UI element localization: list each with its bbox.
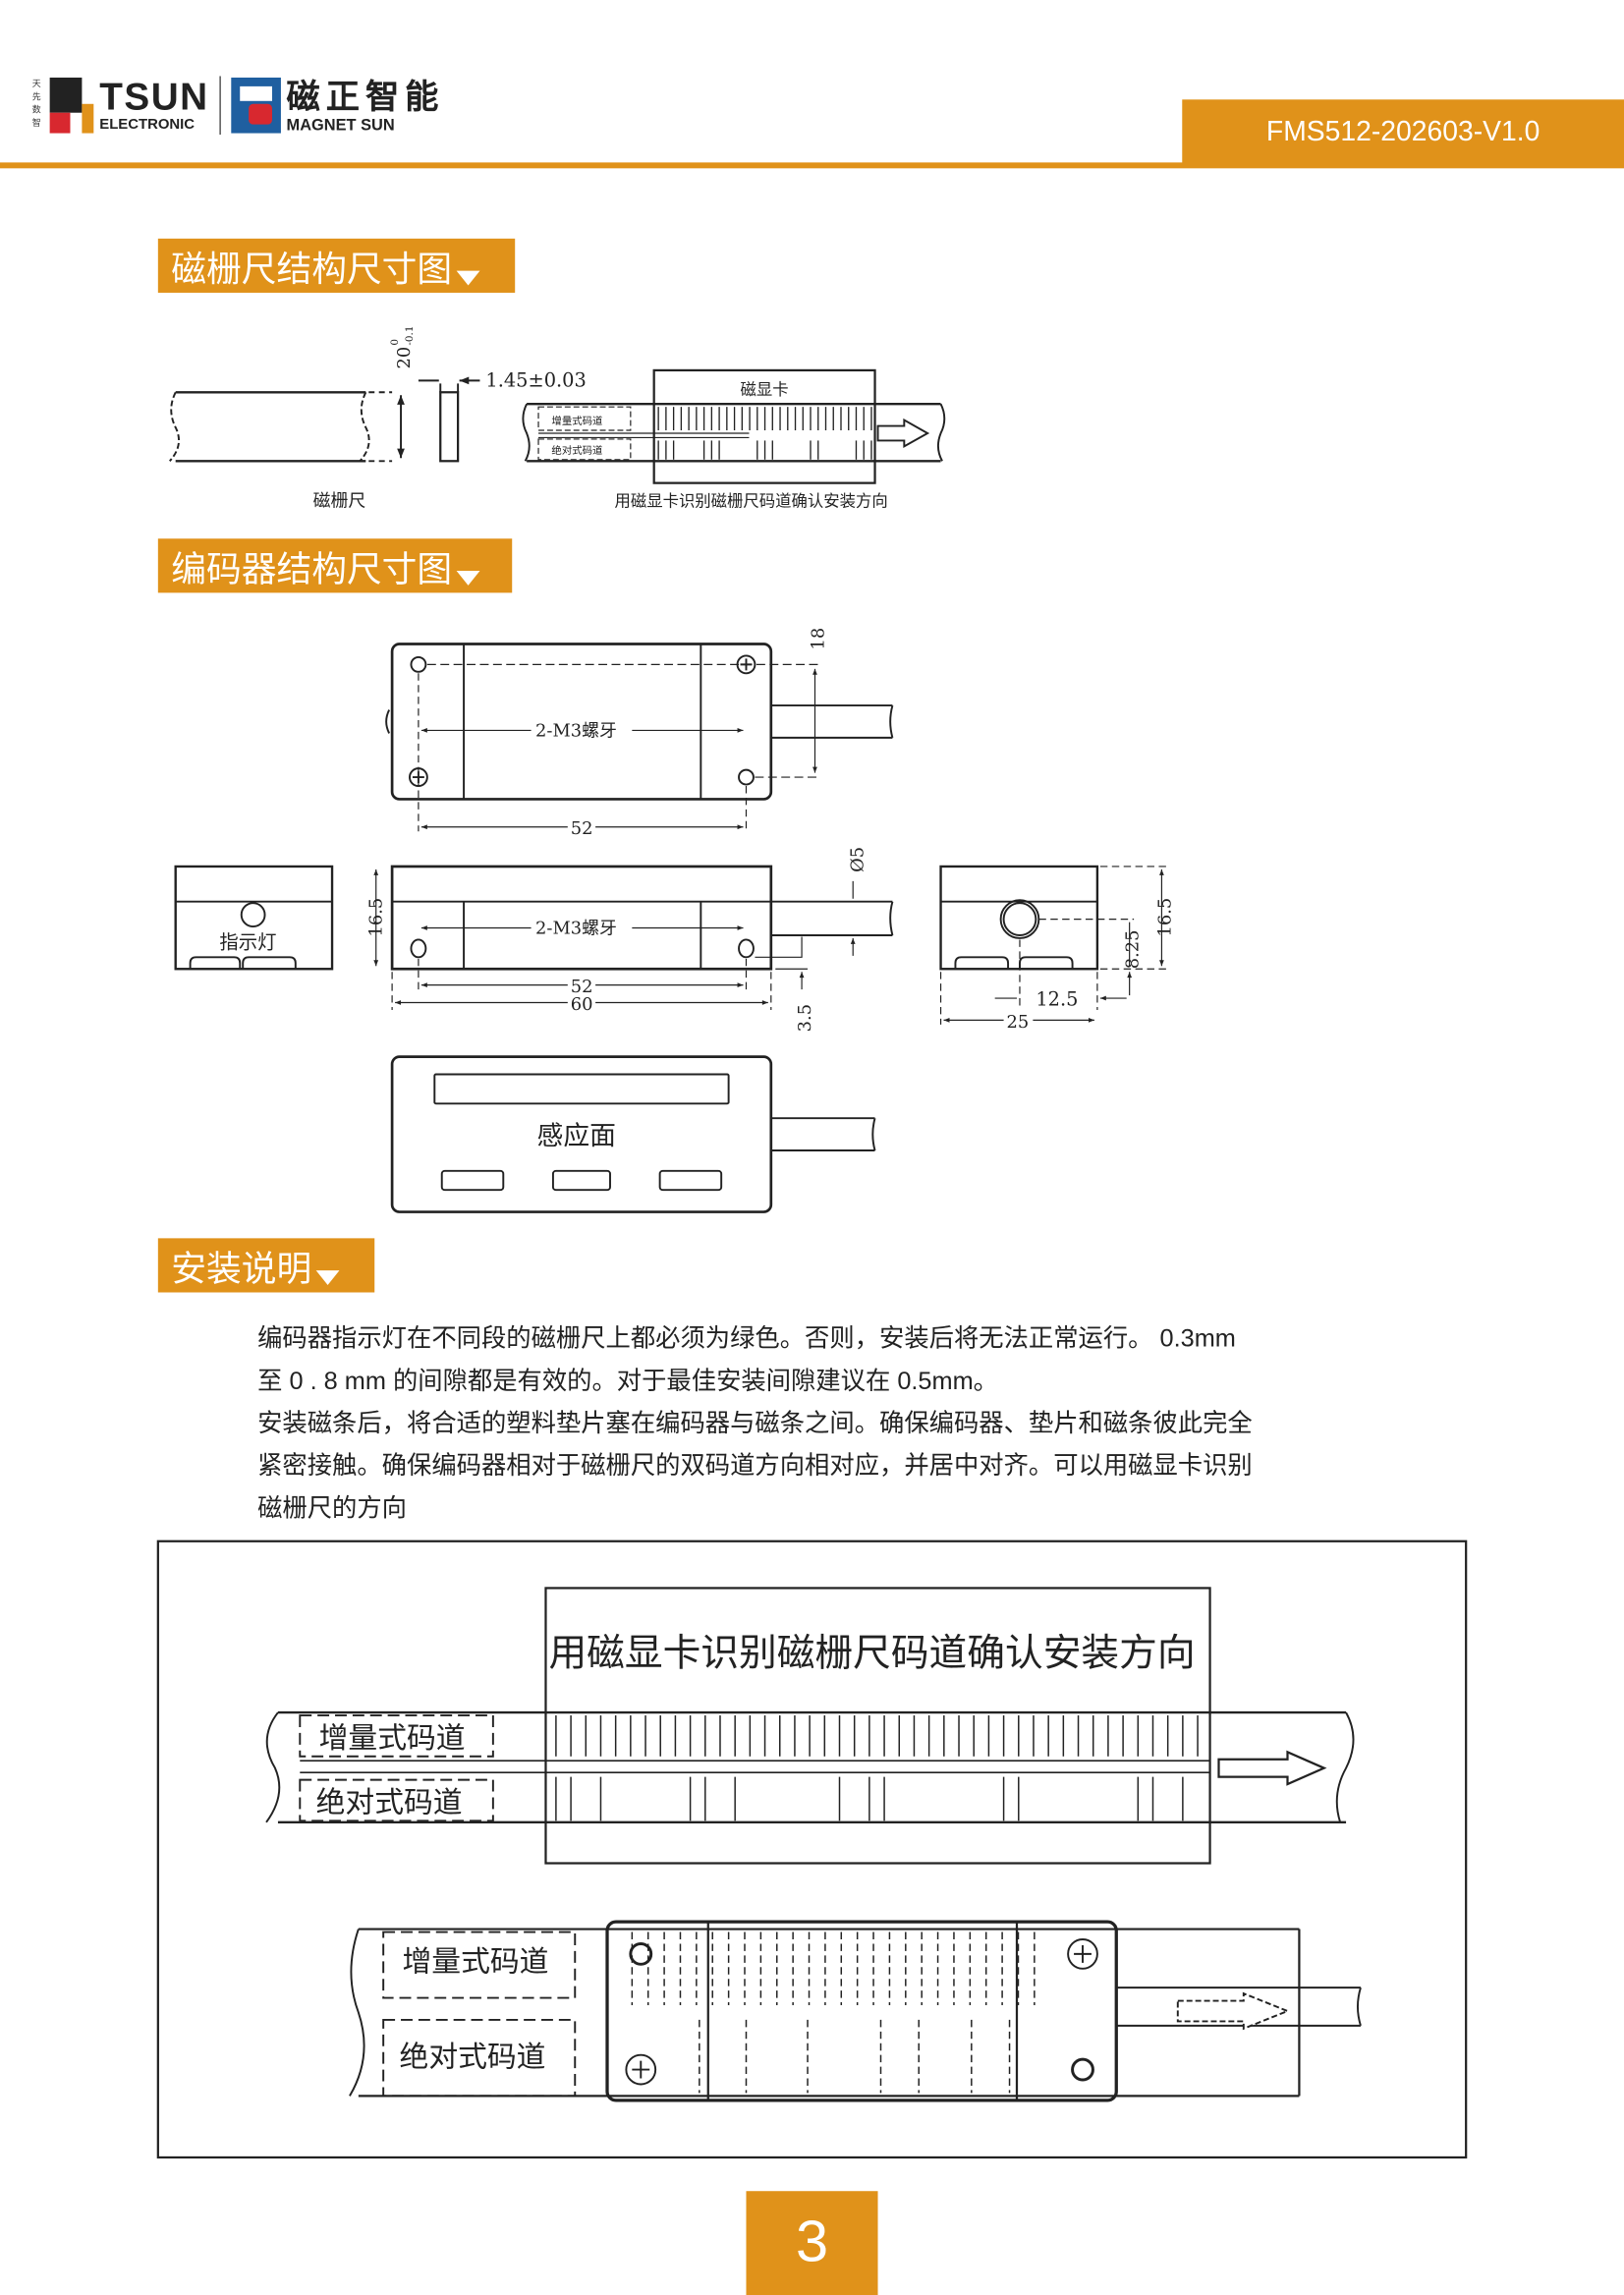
scale-caption: 磁栅尺 bbox=[313, 490, 366, 511]
screw-icon bbox=[1067, 1938, 1098, 1970]
page-number: 3 bbox=[746, 2191, 878, 2295]
encoder-sensing-face-view: 感应面 bbox=[390, 1055, 876, 1213]
indicator-label: 指示灯 bbox=[219, 930, 276, 953]
thread-label-front: 2-M3螺牙 bbox=[535, 918, 617, 938]
section-title: 安装说明 bbox=[171, 1250, 312, 1290]
instruction-line: 至 0 . 8 mm 的间隙都是有效的。对于最佳安装间隙建议在 0.5mm。 bbox=[257, 1367, 999, 1395]
instruction-line: 编码器指示灯在不同段的磁栅尺上都必须为绿色。否则，安装后将无法正常运行。 0.3… bbox=[257, 1324, 1236, 1353]
section-header-encoder-dimensions: 编码器结构尺寸图 bbox=[157, 538, 513, 593]
card-caption: 用磁显卡识别磁栅尺码道确认安装方向 bbox=[614, 491, 887, 510]
screw-icon bbox=[625, 2053, 657, 2086]
track-ticks bbox=[631, 1931, 1036, 2094]
height-tol-upper: 0 bbox=[389, 339, 401, 346]
track-incremental-label: 增量式码道 bbox=[319, 1721, 466, 1756]
triangle-down-icon bbox=[456, 570, 480, 586]
encoder-right-end-view: 16.5 8.25 12.5 25 bbox=[941, 865, 1175, 1033]
logo-side-char: 数 bbox=[31, 106, 41, 116]
sensing-face-label: 感应面 bbox=[537, 1121, 616, 1151]
track-ticks bbox=[555, 1715, 1199, 1821]
section-title: 编码器结构尺寸图 bbox=[171, 550, 453, 590]
magnet-sun-sub: MAGNET SUN bbox=[286, 116, 395, 135]
logo-divider bbox=[219, 76, 221, 136]
instruction-line: 安装磁条后，将合适的塑料垫片塞在编码器与磁条之间。确保编码器、垫片和磁条彼此完全 bbox=[257, 1409, 1253, 1437]
tsun-name: TSUN bbox=[99, 74, 209, 118]
dim-52: 52 bbox=[571, 818, 593, 839]
height-tol-lower: -0.1 bbox=[404, 326, 416, 346]
instruction-line: 紧密接触。确保编码器相对于磁栅尺的双码道方向相对应，并居中对齐。可以用磁显卡识别 bbox=[257, 1451, 1253, 1481]
logo-side-char: 智 bbox=[31, 120, 41, 130]
section-header-scale-dimensions: 磁栅尺结构尺寸图 bbox=[157, 238, 516, 293]
dim-3-5: 3.5 bbox=[795, 1004, 815, 1032]
track-incremental-label-2: 增量式码道 bbox=[403, 1945, 549, 1980]
logo-side-char: 先 bbox=[31, 93, 41, 103]
dim-25: 25 bbox=[1007, 1012, 1030, 1033]
magnet-sun-wordmark: 磁正智能 MAGNET SUN bbox=[287, 77, 445, 134]
thread-label: 2-M3螺牙 bbox=[535, 720, 617, 741]
dim-12-5: 12.5 bbox=[1036, 987, 1078, 1010]
tsun-wordmark: TSUN ELECTRONIC bbox=[99, 74, 209, 134]
dim-60: 60 bbox=[571, 994, 593, 1015]
track-absolute-label-2: 绝对式码道 bbox=[400, 2041, 546, 2075]
magnetic-card-diagram: 用磁显卡识别磁栅尺码道确认安装方向 增量式码道 绝对式码道 bbox=[265, 1587, 1355, 1865]
dim-cable: Ø5 bbox=[848, 847, 868, 872]
track-absolute-label: 绝对式码道 bbox=[551, 444, 602, 457]
encoder-left-end-view: 指示灯 bbox=[174, 865, 334, 971]
height-dim: 20 bbox=[394, 347, 415, 369]
magnetic-scale-drawing: 20 0 -0.1 1.45±0.03 磁显卡 增量式码道 绝对式码道 磁栅尺 … bbox=[169, 326, 946, 511]
dim-16-5-side: 16.5 bbox=[1154, 898, 1175, 937]
encoder-front-view: 16.5 2-M3螺牙 Ø5 52 60 3.5 bbox=[366, 847, 894, 1032]
card-title: 用磁显卡识别磁栅尺码道确认安装方向 bbox=[548, 1631, 1195, 1675]
installation-diagram-frame bbox=[156, 1539, 1468, 2159]
installation-instructions: 编码器指示灯在不同段的磁栅尺上都必须为绿色。否则，安装后将无法正常运行。 0.3… bbox=[257, 1317, 1413, 1530]
logo-side-text: 天 先 数 智 bbox=[32, 79, 44, 132]
direction-arrow-icon bbox=[1217, 1750, 1327, 1786]
encoder-top-view: 18 2-M3螺牙 52 bbox=[385, 628, 894, 839]
direction-arrow-icon bbox=[1176, 1991, 1291, 2031]
document-code: FMS512-202603-V1.0 bbox=[1182, 99, 1624, 164]
card-label: 磁显卡 bbox=[741, 380, 789, 399]
header-rule bbox=[0, 162, 1624, 169]
triangle-down-icon bbox=[315, 1269, 340, 1285]
dim-52-front: 52 bbox=[571, 977, 593, 997]
thickness-dim: 1.45±0.03 bbox=[485, 368, 586, 391]
encoder-on-scale-diagram: 增量式码道 绝对式码道 bbox=[349, 1920, 1362, 2102]
instruction-line: 磁栅尺的方向 bbox=[257, 1494, 407, 1523]
dim-18: 18 bbox=[808, 628, 828, 650]
tsun-logo-mark bbox=[49, 77, 94, 134]
track-incremental-label: 增量式码道 bbox=[551, 415, 602, 427]
section-header-installation: 安装说明 bbox=[157, 1238, 375, 1293]
section-title: 磁栅尺结构尺寸图 bbox=[171, 250, 453, 290]
magnet-sun-logo-mark bbox=[230, 77, 281, 134]
tsun-sub: ELECTRONIC bbox=[99, 116, 196, 133]
track-absolute-label: 绝对式码道 bbox=[316, 1785, 463, 1819]
triangle-down-icon bbox=[456, 269, 480, 285]
magnet-sun-name: 磁正智能 bbox=[286, 77, 445, 115]
company-logo: 天 先 数 智 TSUN ELECTRONIC 磁正智能 MAGNET SUN bbox=[32, 73, 445, 138]
track-ticks bbox=[657, 407, 872, 460]
dim-16-5-front: 16.5 bbox=[366, 898, 387, 937]
logo-side-char: 天 bbox=[31, 80, 41, 89]
dim-8-25: 8.25 bbox=[1123, 929, 1144, 969]
